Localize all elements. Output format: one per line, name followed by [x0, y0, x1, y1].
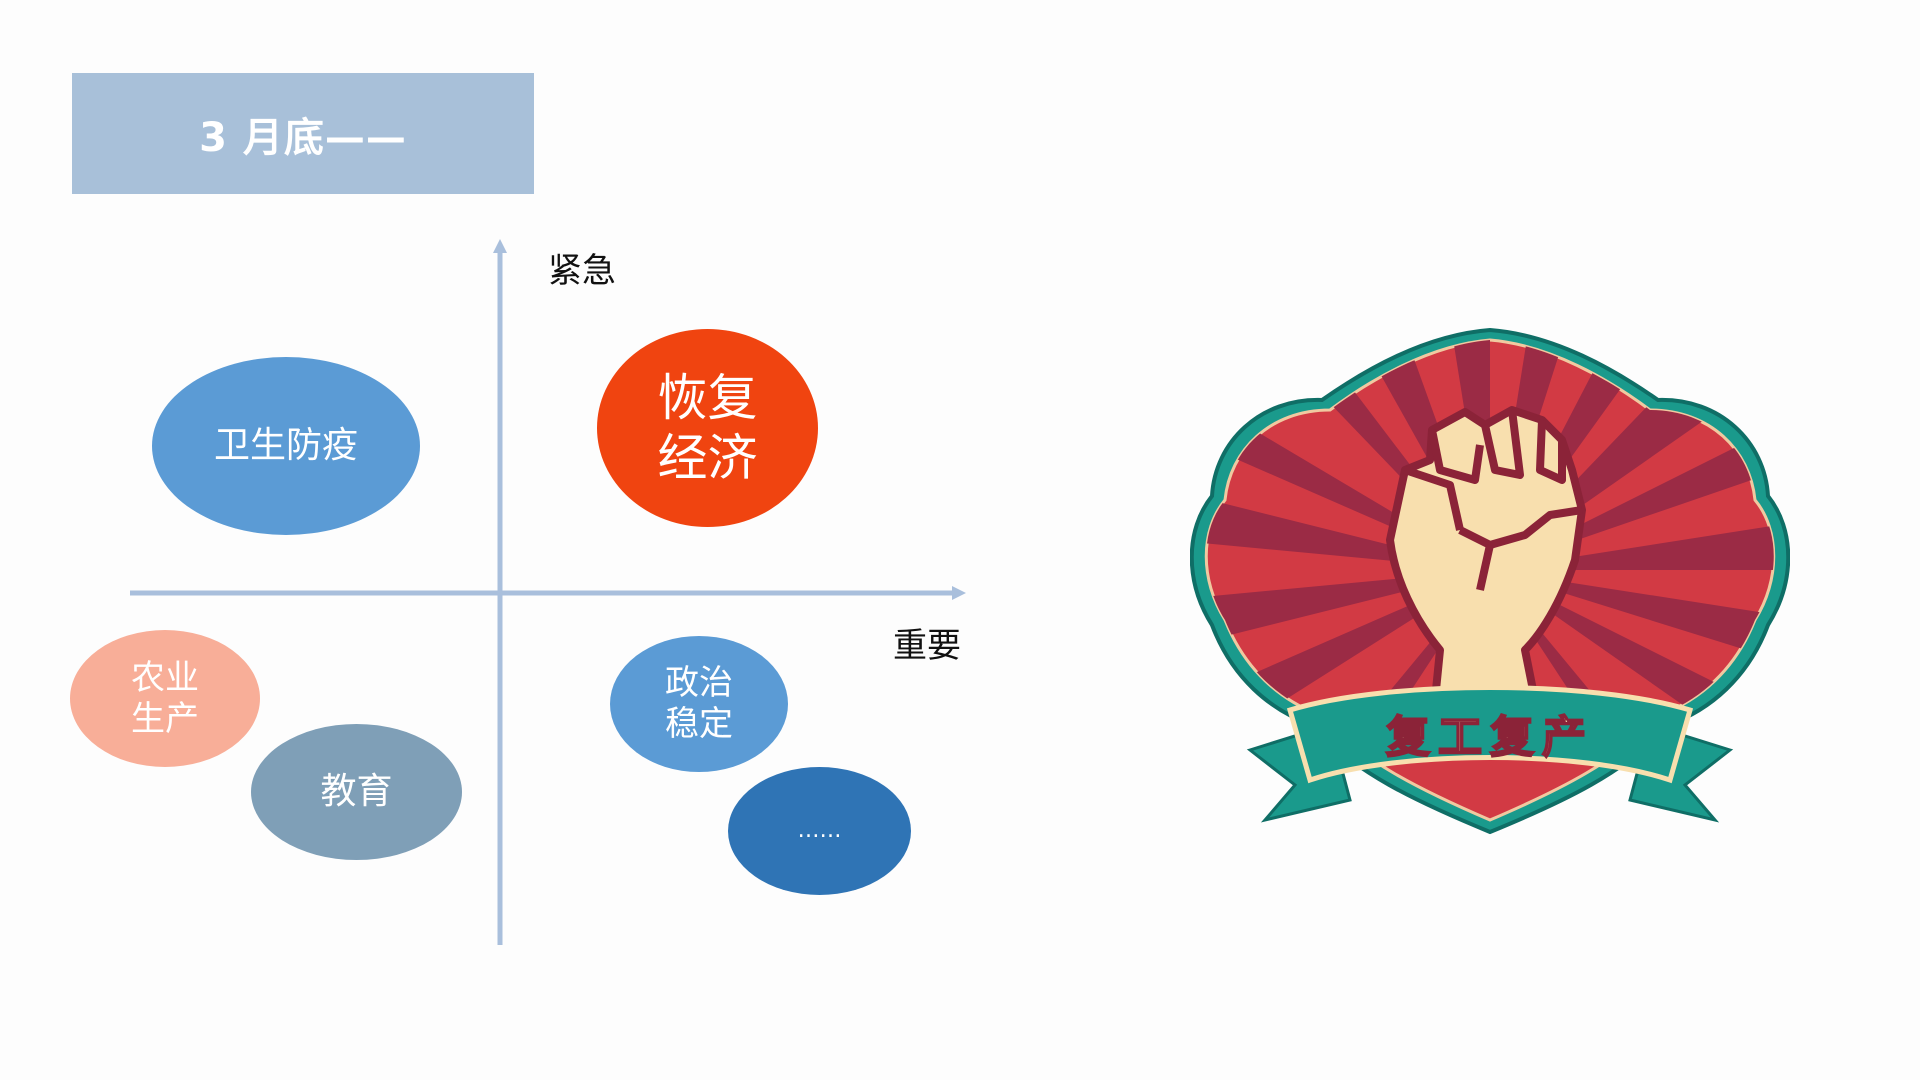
ribbon-text: 复工复产	[1386, 712, 1594, 763]
bubble-agriculture-label: 农业 生产	[131, 657, 199, 739]
bubble-politics: 政治 稳定	[610, 636, 788, 772]
y-axis-label: 紧急	[548, 251, 616, 291]
bubble-economy: 恢复 经济	[597, 329, 818, 527]
bubble-health-label: 卫生防疫	[213, 425, 358, 467]
x-axis-label: 重要	[893, 626, 961, 666]
bubble-education-label: 教育	[320, 771, 393, 813]
bubble-politics-label: 政治 稳定	[665, 663, 733, 744]
ribbon-banner	[1286, 685, 1694, 784]
bubble-education: 教育	[251, 724, 462, 860]
slide-title: 3 月底——	[199, 114, 407, 161]
fist-emblem: 复工复产	[1190, 327, 1790, 835]
bubble-economy-label: 恢复 经济	[657, 369, 758, 487]
title-box: 3 月底——	[72, 73, 534, 194]
bubble-health: 卫生防疫	[152, 357, 420, 535]
bubble-agriculture: 农业 生产	[70, 630, 260, 767]
bubble-more-label: ……	[797, 817, 842, 843]
bubble-more: ……	[728, 767, 911, 895]
raised-fist-icon	[1386, 406, 1586, 704]
quadrant-axes	[130, 239, 966, 945]
